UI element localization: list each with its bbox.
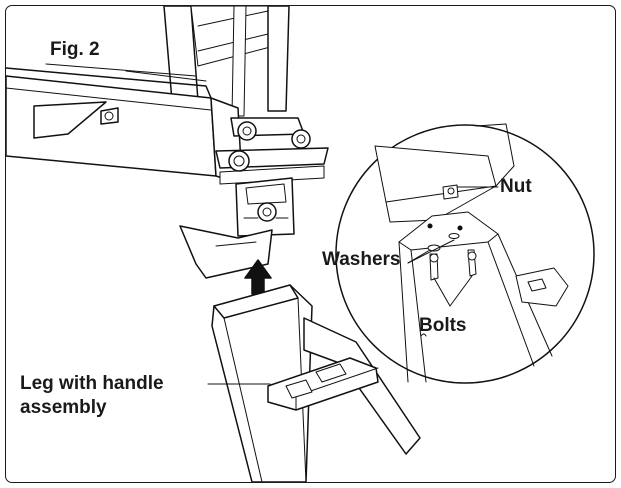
- figure-frame: Fig. 2 Nut Washers Bolts Leg with handle…: [5, 5, 616, 483]
- bolts-leader-line: [433, 277, 451, 307]
- assembly-illustration: [6, 6, 595, 482]
- bolts-label: Bolts: [419, 315, 467, 336]
- leader-lines: [45, 63, 499, 385]
- figure-label: Fig. 2: [50, 39, 100, 60]
- upper-frame: [6, 6, 329, 279]
- washers-label: Washers: [322, 249, 401, 270]
- up-arrow-icon: [244, 259, 272, 295]
- nut-label: Nut: [500, 176, 532, 197]
- magnified-detail-circle: [335, 123, 595, 384]
- leg-label-line-1: Leg with handle: [20, 373, 164, 394]
- leg-label-line-2: assembly: [20, 397, 107, 418]
- fig-underline: [45, 63, 197, 77]
